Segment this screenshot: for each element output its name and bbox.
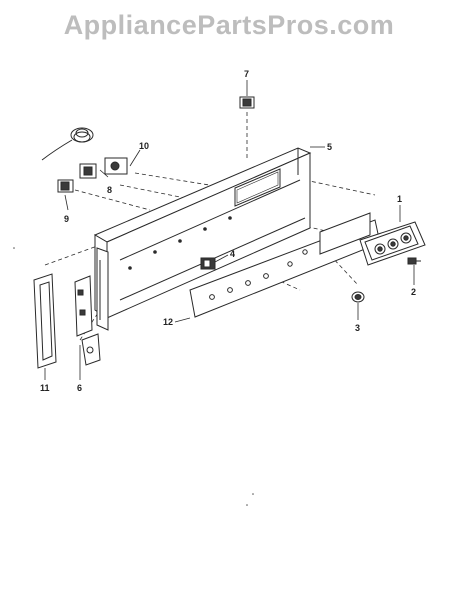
- callout-10: 10: [139, 141, 149, 151]
- control-knob: [351, 291, 365, 303]
- thermostat: [41, 127, 128, 175]
- callout-4: 4: [230, 249, 235, 259]
- side-bracket: [74, 275, 101, 366]
- site-watermark: AppliancePartsPros.com: [63, 10, 395, 40]
- callout-12: 12: [163, 317, 173, 327]
- callout-leaders: [44, 80, 415, 380]
- callout-7: 7: [244, 69, 249, 79]
- callout-8: 8: [107, 185, 112, 195]
- callout-6: 6: [77, 383, 82, 393]
- callout-5: 5: [327, 142, 332, 152]
- indicator-light: [239, 96, 255, 109]
- callout-2: 2: [411, 287, 416, 297]
- bezel-screw: [407, 257, 421, 265]
- callout-9: 9: [64, 214, 69, 224]
- rocker-switch: [200, 257, 216, 270]
- timer-bezel: [359, 221, 426, 266]
- callout-3: 3: [355, 323, 360, 333]
- infinite-switch: [79, 163, 97, 179]
- end-cap: [33, 273, 57, 369]
- scan-specks: [13, 247, 254, 506]
- callout-1: 1: [397, 194, 402, 204]
- control-panel-housing: [93, 147, 312, 331]
- push-switch: [57, 179, 74, 193]
- callout-11: 11: [40, 383, 50, 393]
- callout-labels: 7 5 10 8 9 1 2 3 4 12 11 6: [40, 69, 416, 393]
